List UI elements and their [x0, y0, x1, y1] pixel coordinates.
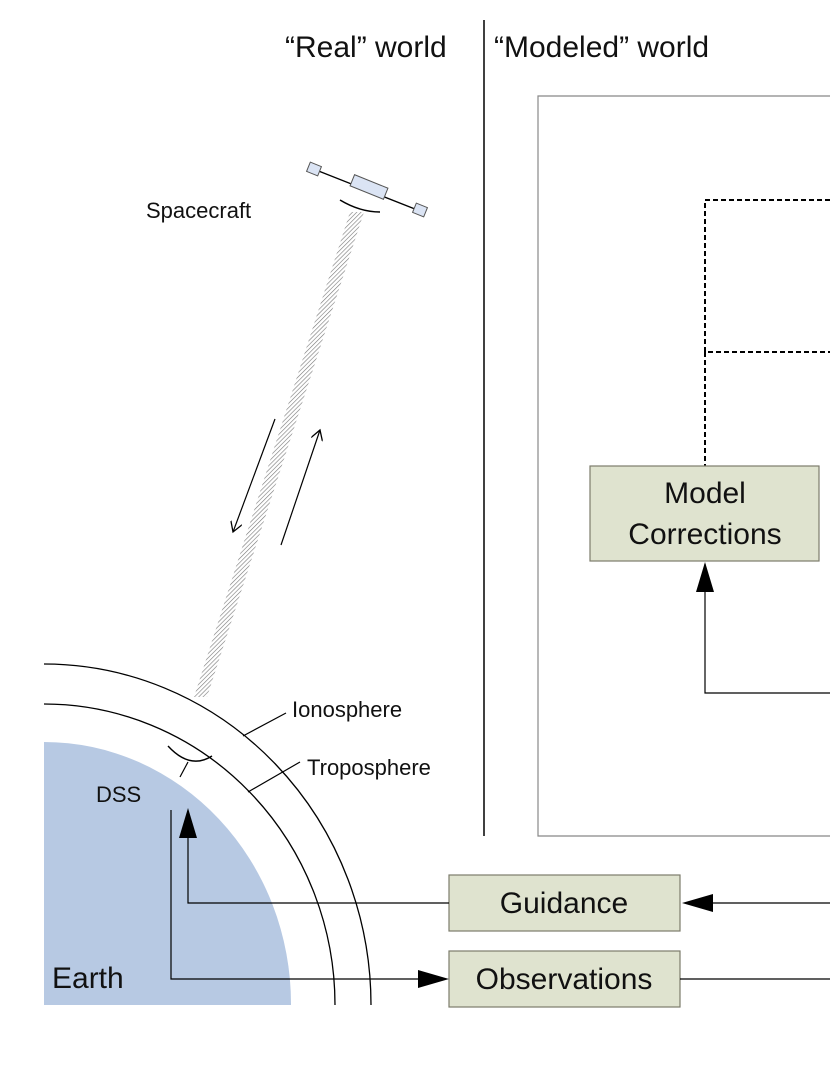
observations-box: [448, 950, 681, 1008]
model-corrections-box: [589, 465, 820, 562]
modeled-world-header: “Modeled” world: [494, 31, 709, 64]
troposphere-arc: [43, 703, 336, 1006]
ionosphere-arc: [43, 663, 372, 1006]
guidance-box: [448, 874, 681, 932]
guidance-to-dss-arrowhead: [179, 808, 197, 838]
dss-to-observations-arrowhead: [418, 970, 449, 988]
dashed-frame: [704, 199, 830, 353]
guidance-input-arrowhead: [682, 894, 713, 912]
dss-label: DSS: [96, 782, 141, 807]
observations-label: Observations: [476, 963, 653, 996]
guidance-to-dss-line: [187, 838, 449, 904]
dss-to-observations-line: [170, 810, 420, 980]
downlink-arrow: [233, 418, 276, 532]
model-frame: [537, 95, 830, 837]
real-world-header: “Real” world: [285, 31, 447, 64]
spacecraft-label: Spacecraft: [146, 198, 251, 223]
guidance-label: Guidance: [500, 887, 628, 920]
ionosphere-leader: [242, 712, 287, 737]
model-corrections-label-line1: Model: [664, 477, 746, 510]
earth-label: Earth: [52, 962, 124, 995]
dss-antenna-icon: [167, 745, 213, 778]
earth-shape: [44, 742, 292, 1005]
uplink-arrow: [280, 430, 320, 546]
model-feedback-line: [704, 564, 830, 694]
ionosphere-label: Ionosphere: [292, 697, 402, 722]
signal-beam: [194, 212, 364, 697]
model-corrections-label-line2: Corrections: [628, 518, 781, 551]
troposphere-leader: [247, 761, 301, 793]
troposphere-label: Troposphere: [307, 755, 431, 780]
spacecraft-icon: [305, 161, 429, 218]
model-feedback-arrowhead: [696, 562, 714, 592]
